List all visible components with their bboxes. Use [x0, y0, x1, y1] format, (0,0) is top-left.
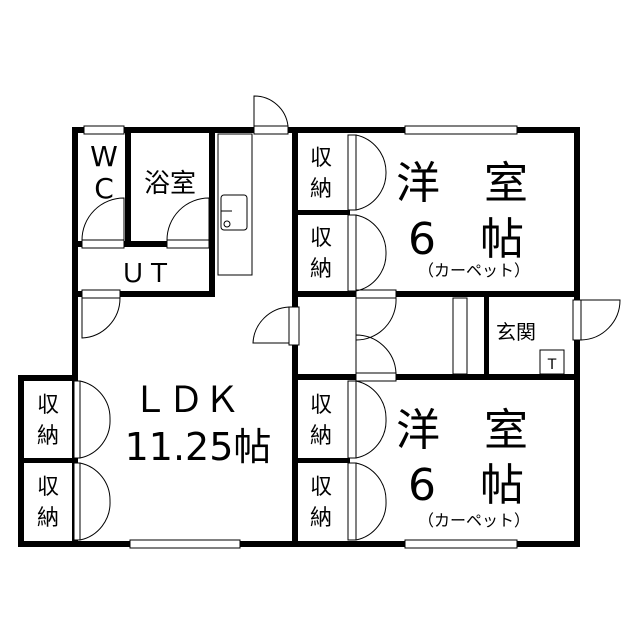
- bath-label: 浴室: [144, 169, 196, 199]
- western-upper-size: 6 帖: [408, 214, 524, 265]
- storage-label: 納: [310, 424, 332, 449]
- entrance-label: 玄関: [496, 320, 536, 344]
- storage-label: 納: [37, 424, 59, 449]
- shoe-box-label: T: [547, 357, 557, 373]
- ldk-label: ＬＤＫ: [132, 380, 240, 421]
- western-lower-size: 6 帖: [408, 460, 524, 511]
- western-lower-label: 洋 室: [396, 405, 528, 456]
- wc-label-1: W: [90, 140, 118, 173]
- storage-label: 収: [310, 475, 332, 500]
- storage-label: 収: [37, 393, 59, 418]
- western-lower-note: （カーペット）: [418, 511, 530, 530]
- storage-label: 収: [310, 226, 332, 251]
- wc-label-2: C: [94, 172, 114, 205]
- kitchen-counter: [217, 133, 253, 276]
- windows: [83, 125, 518, 549]
- shoe-box: T: [539, 349, 565, 375]
- ldk-size: 11.25帖: [125, 425, 272, 469]
- storage-label: 収: [37, 475, 59, 500]
- western-upper-label: 洋 室: [396, 158, 528, 209]
- storage-label: 収: [310, 146, 332, 171]
- ut-label: ＵＴ: [120, 259, 172, 289]
- storage-label: 納: [310, 177, 332, 202]
- doors: [73, 95, 621, 541]
- storage-label: 納: [37, 506, 59, 531]
- storage-label: 納: [310, 257, 332, 282]
- western-upper-note: （カーペット）: [418, 261, 530, 280]
- storage-labels: 収 納 収 納 収 納 収 納 収 納 収 納: [37, 146, 332, 531]
- storage-label: 納: [310, 506, 332, 531]
- storage-label: 収: [310, 393, 332, 418]
